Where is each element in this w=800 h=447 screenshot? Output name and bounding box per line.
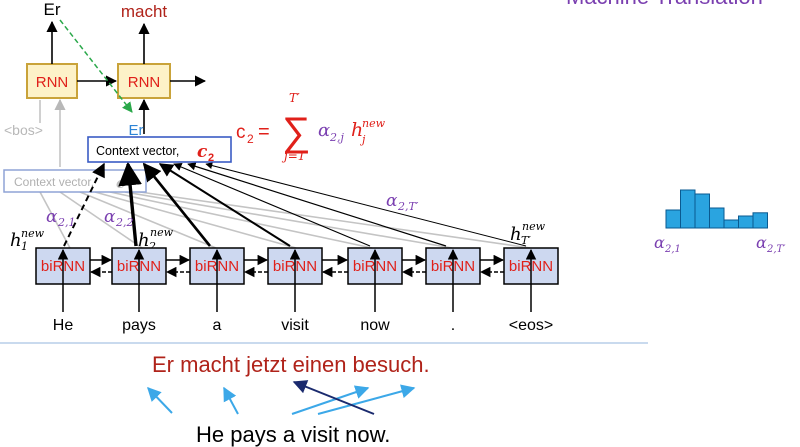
svg-text:2,1: 2,1 xyxy=(57,216,76,229)
svg-text:h: h xyxy=(351,119,363,141)
histogram-labels: α 2,1 α 2,T′ xyxy=(654,233,786,255)
svg-text:2,2: 2,2 xyxy=(115,216,134,229)
attention-histogram xyxy=(665,189,768,229)
svg-text:T′: T′ xyxy=(521,234,531,247)
svg-text:α: α xyxy=(756,233,767,252)
histogram-bar xyxy=(694,193,710,229)
svg-text:α: α xyxy=(386,191,398,211)
fed-word-er: Er xyxy=(129,122,144,139)
english-sentence: He pays a visit now. xyxy=(196,422,390,447)
svg-text:α: α xyxy=(654,233,665,252)
svg-text:2,T′: 2,T′ xyxy=(397,200,419,213)
slide-title-fragment: Machine Translation xyxy=(566,0,763,9)
svg-text:2,j: 2,j xyxy=(329,131,344,144)
svg-text:new: new xyxy=(522,220,546,233)
current-attention-lines xyxy=(63,161,527,247)
histogram-bar xyxy=(680,189,696,229)
bos-token: <bos> xyxy=(4,122,43,138)
previous-context-vector: Context vector, c xyxy=(3,169,147,193)
svg-text:h: h xyxy=(138,230,150,251)
german-sentence: Er macht jetzt einen besuch. xyxy=(152,352,430,377)
svg-text:α: α xyxy=(318,120,330,141)
input-token: <eos> xyxy=(509,317,553,334)
svg-text:RNN: RNN xyxy=(128,74,161,91)
svg-text:2,1: 2,1 xyxy=(664,244,681,255)
histogram-bar xyxy=(665,209,681,229)
histogram-bar xyxy=(752,212,768,229)
context-vector-box: Context vector, c 2 xyxy=(87,136,232,164)
svg-text:j=1: j=1 xyxy=(281,149,305,163)
svg-text:new: new xyxy=(362,117,386,130)
svg-text:Context vector,: Context vector, xyxy=(96,144,179,158)
svg-text:2: 2 xyxy=(148,240,156,253)
svg-text:2,T′: 2,T′ xyxy=(766,244,786,255)
input-token: visit xyxy=(281,317,309,334)
input-token: He xyxy=(53,317,74,334)
input-token: pays xyxy=(122,317,156,334)
svg-text:T′: T′ xyxy=(289,91,300,105)
previous-step-attention-lines xyxy=(39,98,531,249)
svg-text:c: c xyxy=(236,122,246,143)
decoder-rnn-1 xyxy=(26,63,78,99)
svg-text:h: h xyxy=(510,224,522,245)
svg-text:∑: ∑ xyxy=(282,110,311,154)
svg-text:2: 2 xyxy=(208,152,214,164)
svg-text:α: α xyxy=(46,207,58,227)
encoder-cell: biRNN. xyxy=(425,247,481,334)
svg-text:c: c xyxy=(116,174,125,192)
svg-text:α: α xyxy=(104,207,116,227)
svg-text:new: new xyxy=(21,227,45,240)
histogram-bar xyxy=(723,219,739,229)
input-token: . xyxy=(451,317,455,334)
svg-text:2: 2 xyxy=(247,132,254,146)
svg-text:h: h xyxy=(10,230,22,251)
decoder: RNN RNN Er macht <bos> Er xyxy=(4,0,207,139)
svg-text:Context vector,: Context vector, xyxy=(14,175,94,189)
alignment-example: Er macht jetzt einen besuch. He pays a v… xyxy=(147,352,430,447)
output-word-macht: macht xyxy=(121,2,168,21)
svg-text:=: = xyxy=(258,121,270,143)
histogram-bar xyxy=(738,215,754,229)
svg-text:RNN: RNN xyxy=(36,74,69,91)
output-word-er: Er xyxy=(44,0,61,19)
context-formula: c 2 = ∑ T′ j=1 α 2,j h j new xyxy=(236,91,386,163)
svg-text:c: c xyxy=(197,142,208,162)
histogram-bar xyxy=(709,207,725,229)
input-token: a xyxy=(213,317,222,334)
encoder-cell: biRNN<eos> xyxy=(503,247,559,334)
input-token: now xyxy=(360,317,390,334)
attention-weight-labels: α 2,1 α 2,2 α 2,T′ xyxy=(46,191,419,229)
svg-text:new: new xyxy=(150,226,174,239)
decoder-rnn-2 xyxy=(117,63,171,99)
svg-text:1: 1 xyxy=(21,240,28,253)
svg-text:j: j xyxy=(359,133,366,146)
hidden-state-labels: h 1 new h 2 new h T′ new xyxy=(10,220,546,253)
